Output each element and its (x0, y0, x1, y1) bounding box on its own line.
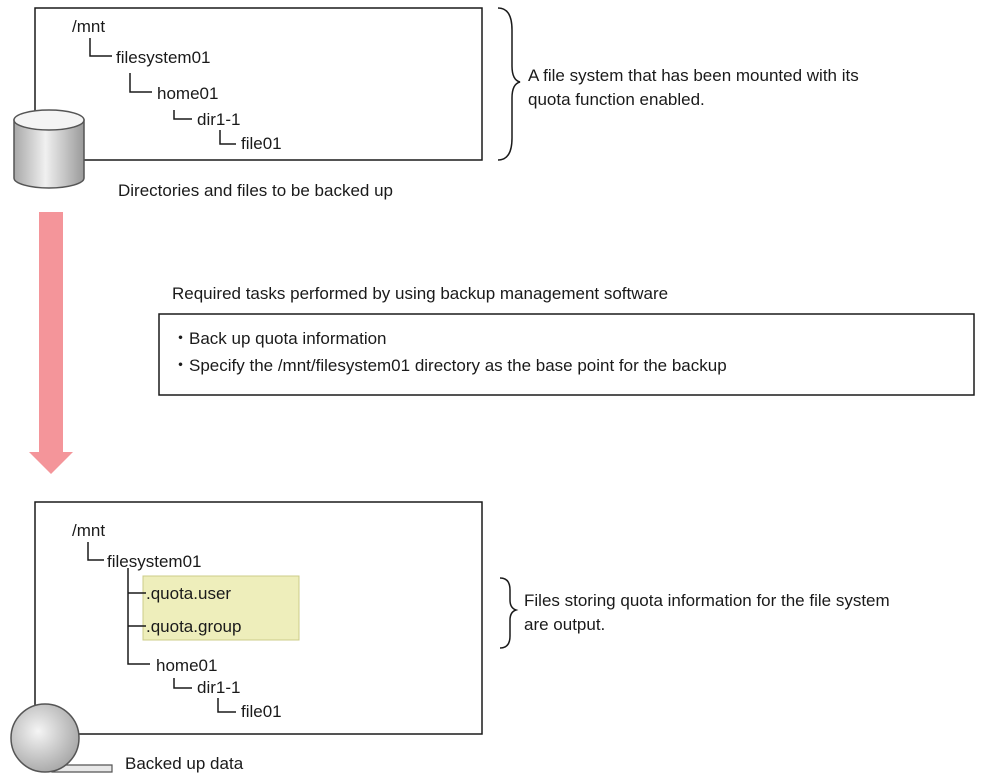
source-caption: Directories and files to be backed up (118, 181, 393, 200)
backup-note-line: are output. (524, 615, 605, 634)
source-directory-tree (89, 38, 236, 145)
source-note-line: A file system that has been mounted with… (528, 66, 859, 85)
tasks-heading: Required tasks performed by using backup… (172, 284, 668, 303)
source-note: A file system that has been mounted with… (528, 66, 863, 109)
tree-connector (173, 110, 192, 120)
disk-icon (13, 109, 85, 189)
task-item: ・Back up quota information (172, 329, 387, 348)
down-arrow-icon (29, 212, 73, 474)
backup-note-line: Files storing quota information for the … (524, 591, 890, 610)
right-brace-icon (497, 7, 521, 161)
tree-quota-user: .quota.user (146, 584, 231, 603)
tree-dir: dir1-1 (197, 678, 240, 697)
tree-filesystem: filesystem01 (107, 552, 201, 571)
tree-connector (219, 130, 236, 145)
tree-connector (87, 542, 104, 561)
tree-connector (173, 678, 192, 689)
tree-file: file01 (241, 702, 282, 721)
tree-filesystem: filesystem01 (116, 48, 210, 67)
backup-directory-tree (87, 542, 236, 713)
backup-note: Files storing quota information for the … (524, 591, 894, 634)
quota-files-highlight (142, 575, 300, 641)
tree-dir: dir1-1 (197, 110, 240, 129)
tree-connector (217, 698, 236, 713)
tree-connector (129, 73, 152, 93)
backup-caption: Backed up data (125, 754, 244, 773)
tree-connector (127, 568, 150, 665)
source-note-line: quota function enabled. (528, 90, 705, 109)
source-filesystem-box (34, 7, 483, 161)
tree-root: /mnt (72, 521, 105, 540)
tree-root: /mnt (72, 17, 105, 36)
tree-home: home01 (156, 656, 217, 675)
tree-quota-group: .quota.group (146, 617, 241, 636)
tasks-box (158, 313, 975, 396)
tree-file: file01 (241, 134, 282, 153)
tree-connector (89, 38, 112, 57)
tape-icon (10, 703, 113, 773)
tree-home: home01 (157, 84, 218, 103)
task-item: ・Specify the /mnt/filesystem01 directory… (172, 356, 727, 375)
right-brace-icon (499, 577, 519, 649)
